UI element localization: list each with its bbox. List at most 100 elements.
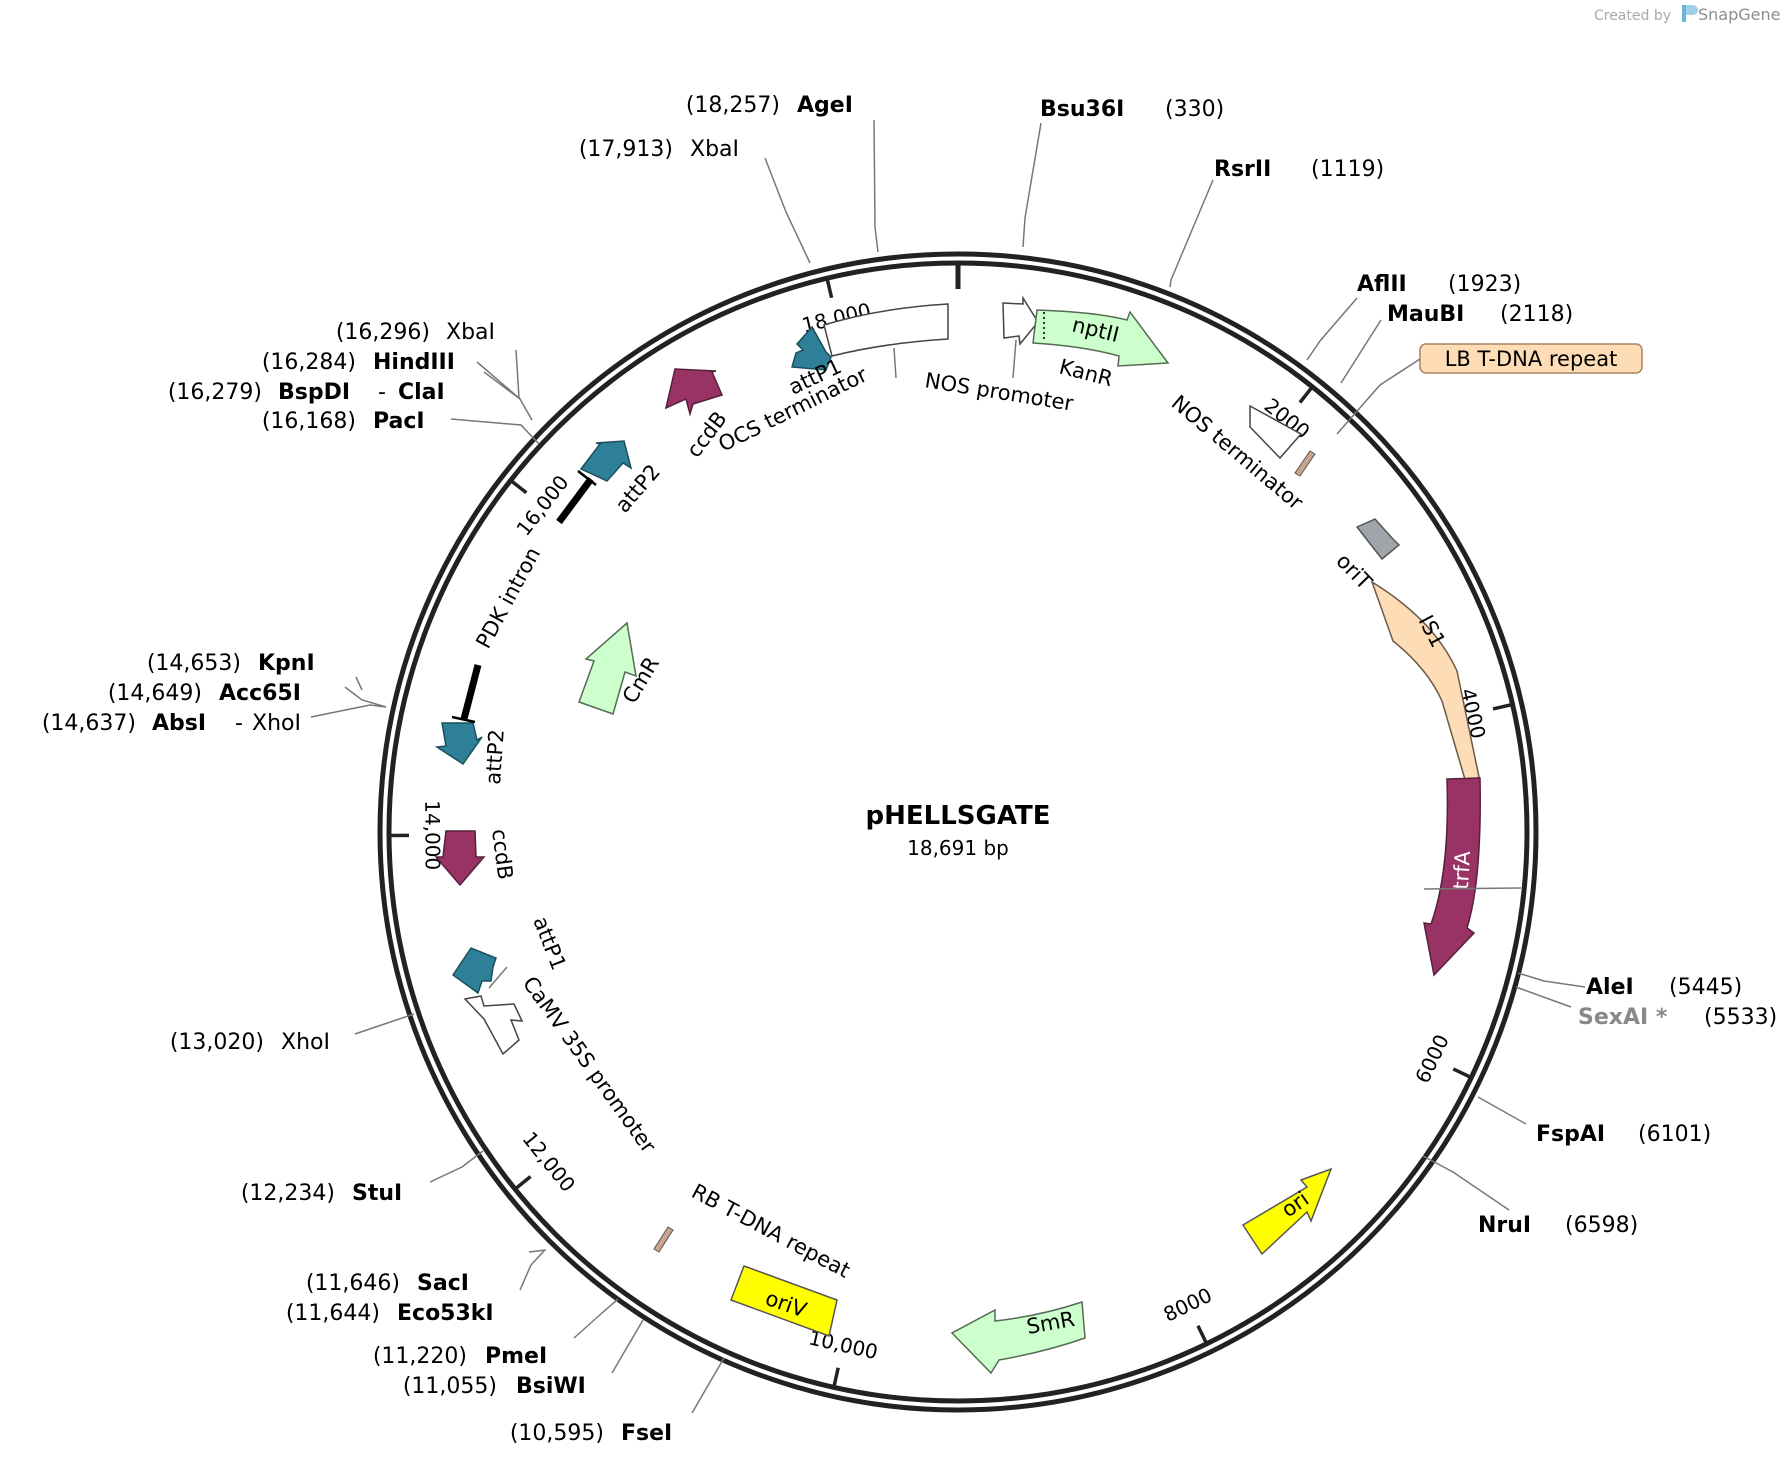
site-fspai[interactable]: FspAI (6101): [1536, 1122, 1711, 1147]
svg-text:-: -: [378, 380, 386, 405]
camv-35s-promoter-feature[interactable]: [463, 995, 524, 1056]
svg-text:HindIII: HindIII: [373, 350, 455, 375]
svg-text:PmeI: PmeI: [485, 1344, 547, 1369]
svg-text:(5445): (5445): [1669, 975, 1742, 1000]
svg-text:Acc65I: Acc65I: [219, 681, 301, 706]
ccdb-top-feature[interactable]: [664, 368, 724, 417]
ccdb-left-feature[interactable]: [434, 830, 486, 887]
svg-text:(14,653): (14,653): [147, 651, 241, 676]
snapgene-credit: Created by SnapGene: [1594, 5, 1780, 24]
attp2-left-feature[interactable]: [434, 722, 483, 766]
site-xbai-16296[interactable]: (16,296)XbaI: [336, 320, 495, 345]
site-bspdi-clai[interactable]: (16,279) BspDI -ClaI: [168, 380, 445, 405]
nos-promoter-feature[interactable]: [1002, 295, 1039, 346]
site-fsei[interactable]: (10,595)FseI: [510, 1421, 672, 1446]
site-bsu36i[interactable]: Bsu36I (330): [1040, 97, 1224, 122]
svg-text:(6101): (6101): [1638, 1122, 1711, 1147]
site-absi-xhoi[interactable]: (14,637)AbsI-XhoI: [42, 711, 301, 736]
site-nrui[interactable]: NruI(6598): [1478, 1213, 1638, 1238]
attp2-left-label: attP2: [481, 728, 509, 785]
site-kpni[interactable]: (14,653) KpnI: [147, 651, 315, 676]
svg-text:AgeI: AgeI: [797, 93, 853, 118]
site-sexai[interactable]: SexAI * (5533): [1578, 1005, 1777, 1030]
svg-text:XhoI: XhoI: [252, 711, 301, 736]
pdk-intron-label: PDK intron: [471, 543, 545, 652]
tick-10000: [832, 1367, 840, 1388]
site-aflii[interactable]: AflII(1923): [1357, 272, 1521, 297]
svg-text:(330): (330): [1165, 97, 1224, 122]
svg-text:(1119): (1119): [1311, 157, 1384, 182]
attp2-left-bracket: [451, 715, 476, 724]
pdk-intron-bar-lower[interactable]: [460, 664, 482, 720]
svg-text:BspDI: BspDI: [278, 380, 350, 405]
svg-text:(5533): (5533): [1704, 1005, 1777, 1030]
svg-text:(16,279): (16,279): [168, 380, 262, 405]
snapgene-brand: SnapGene: [1698, 5, 1780, 24]
svg-text:(6598): (6598): [1565, 1213, 1638, 1238]
site-bsiwi[interactable]: (11,055) BsiWI: [403, 1374, 586, 1399]
site-pmei[interactable]: (11,220)PmeI: [373, 1344, 547, 1369]
svg-text:FspAI: FspAI: [1536, 1122, 1605, 1147]
site-alei[interactable]: AleI(5445): [1586, 975, 1742, 1000]
site-labels: (18,257) AgeI (17,913)XbaI Bsu36I (330) Rs…: [42, 93, 1777, 1446]
pdk-intron-bar-upper[interactable]: [556, 476, 594, 525]
trfa-feature[interactable]: [1423, 777, 1481, 977]
lb-tdna-repeat-feature[interactable]: [1294, 450, 1316, 477]
attp2-top-feature[interactable]: [579, 440, 633, 482]
site-acc65i[interactable]: (14,649) Acc65I: [108, 681, 301, 706]
site-stui[interactable]: (12,234)StuI: [241, 1181, 402, 1206]
site-saci[interactable]: (11,646)SacI: [306, 1271, 469, 1296]
svg-text:KpnI: KpnI: [258, 651, 315, 676]
orit-feature[interactable]: [1355, 518, 1401, 561]
pdk-intron-bracket: [577, 470, 597, 486]
svg-text:AbsI: AbsI: [152, 711, 206, 736]
svg-text:(14,637): (14,637): [42, 711, 136, 736]
is1-feature[interactable]: [1370, 580, 1480, 785]
snapgene-logo-icon: [1682, 5, 1698, 22]
tick-label-16000: 16,000: [511, 470, 573, 540]
site-xbai-17913[interactable]: (17,913)XbaI: [579, 137, 739, 162]
svg-text:Bsu36I: Bsu36I: [1040, 97, 1124, 122]
ori-feature[interactable]: [1241, 1167, 1333, 1256]
rb-tdna-repeat-feature[interactable]: [653, 1226, 674, 1253]
svg-text:Eco53kI: Eco53kI: [397, 1301, 494, 1326]
cmr-feature[interactable]: [578, 621, 637, 715]
lb-tdna-badge[interactable]: [1419, 343, 1643, 374]
oriv-feature[interactable]: [730, 1265, 838, 1337]
site-paci[interactable]: (16,168)PacI: [262, 409, 425, 434]
tick-6000: [1452, 1067, 1473, 1080]
site-xhoi-13020[interactable]: (13,020)XhoI: [170, 1030, 330, 1055]
ocs-terminator-feature[interactable]: [823, 303, 949, 357]
svg-text:(11,055): (11,055): [403, 1374, 497, 1399]
trfa-label: trfA: [1449, 850, 1475, 891]
nos-promoter-label: NOS promoter: [923, 368, 1075, 416]
site-maubi[interactable]: MauBI(2118): [1387, 302, 1573, 327]
tick-4000: [1492, 702, 1513, 711]
tick-8000: [1196, 1325, 1209, 1345]
tick-label-12000: 12,000: [518, 1127, 581, 1197]
nos-terminator-feature[interactable]: [1249, 404, 1303, 460]
svg-text:StuI: StuI: [352, 1181, 402, 1206]
site-rsrii[interactable]: RsrII(1119): [1214, 157, 1384, 182]
svg-text:PacI: PacI: [373, 409, 425, 434]
kanr-label: KanR: [1057, 355, 1115, 392]
svg-text:BsiWI: BsiWI: [516, 1374, 586, 1399]
svg-text:SexAI *: SexAI *: [1578, 1005, 1668, 1030]
rb-tdna-label: RB T-DNA repeat: [688, 1179, 854, 1282]
site-eco53ki[interactable]: (11,644)Eco53kI: [286, 1301, 494, 1326]
ccdb-left-label: ccdB: [487, 828, 517, 882]
smr-feature[interactable]: [950, 1300, 1086, 1375]
svg-text:(14,649): (14,649): [108, 681, 202, 706]
nptii-feature[interactable]: [1032, 309, 1170, 367]
site-agei[interactable]: (18,257) AgeI: [686, 93, 853, 118]
svg-text:ClaI: ClaI: [398, 380, 445, 405]
nos-promoter-leader: [1012, 339, 1017, 379]
tick-18000: [825, 277, 834, 299]
site-hindiii[interactable]: (16,284)HindIII: [262, 350, 455, 375]
attp1-top-feature[interactable]: [791, 325, 832, 371]
attp1-left-label: attP1: [528, 913, 570, 973]
svg-text:(18,257): (18,257): [686, 93, 780, 118]
attp1-left-feature[interactable]: [451, 947, 497, 995]
svg-text:MauBI: MauBI: [1387, 302, 1464, 327]
svg-text:XbaI: XbaI: [690, 137, 739, 162]
